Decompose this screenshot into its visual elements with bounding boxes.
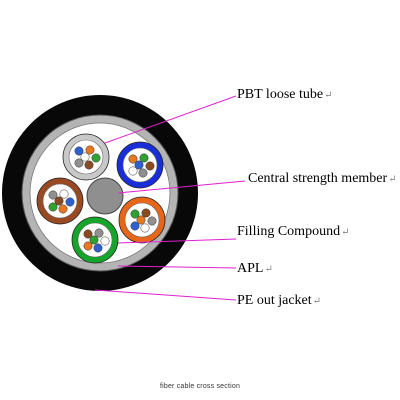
optical-fiber	[145, 161, 155, 171]
optical-fiber	[85, 145, 95, 155]
optical-fiber	[93, 243, 103, 253]
optical-fiber	[83, 229, 93, 239]
optical-fiber	[74, 146, 84, 156]
optical-fiber	[80, 152, 90, 162]
optical-fiber	[91, 153, 101, 163]
optical-fiber	[89, 235, 99, 245]
central-strength-member	[86, 177, 124, 215]
optical-fiber	[134, 160, 144, 170]
optical-fiber	[141, 208, 151, 218]
label-pbt-loose-tube: PBT loose tube↵	[237, 87, 333, 102]
optical-fiber	[94, 228, 104, 238]
optical-fiber	[136, 215, 146, 225]
label-filling-compound: Filling Compound↵	[237, 224, 350, 239]
optical-fiber	[48, 202, 58, 212]
optical-fiber	[138, 168, 148, 178]
optical-fiber	[83, 241, 93, 251]
optical-fiber	[59, 189, 69, 199]
label-pe-out-jacket: PE out jacket↵	[237, 293, 322, 308]
optical-fiber	[74, 158, 84, 168]
optical-fiber	[58, 204, 68, 214]
optical-fiber	[139, 153, 149, 163]
optical-fiber	[65, 197, 75, 207]
leader-pbt	[104, 95, 237, 144]
caption: fiber cable cross section	[159, 383, 241, 390]
optical-fiber	[130, 221, 140, 231]
optical-fiber	[84, 160, 94, 170]
optical-fiber	[128, 166, 138, 176]
label-central-strength-member: Central strength member↵	[248, 171, 397, 186]
optical-fiber	[128, 154, 138, 164]
leader-apl	[117, 265, 237, 269]
optical-fiber	[48, 190, 58, 200]
optical-fiber	[147, 216, 157, 226]
leader-csm	[117, 180, 246, 194]
optical-fiber	[140, 223, 150, 233]
optical-fiber	[100, 236, 110, 246]
leader-pe	[94, 289, 237, 301]
label-apl: APL↵	[237, 261, 273, 276]
optical-fiber	[54, 196, 64, 206]
optical-fiber	[130, 209, 140, 219]
leader-filling	[117, 238, 237, 244]
